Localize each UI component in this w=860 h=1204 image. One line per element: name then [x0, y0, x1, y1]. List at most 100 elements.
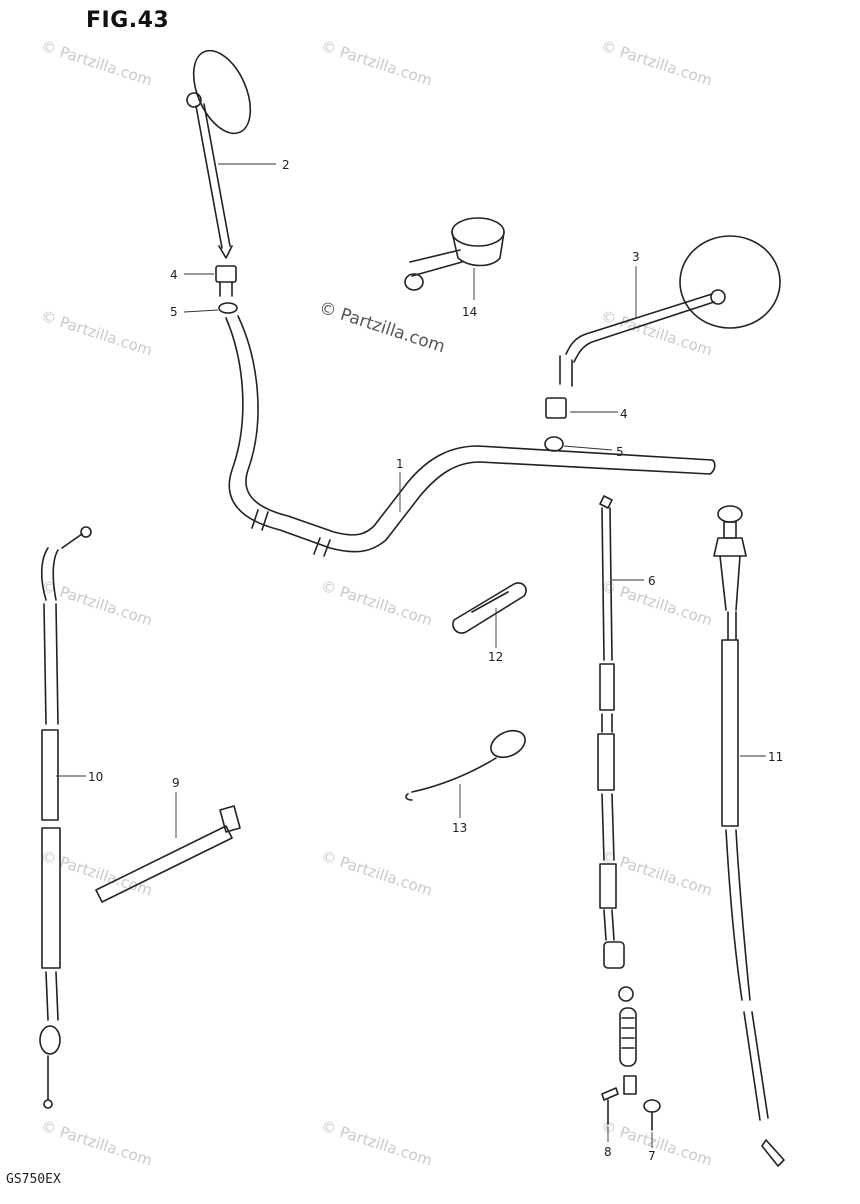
choke-knob — [717, 505, 743, 523]
switch-housing-top — [451, 217, 505, 247]
callout-label: 5 — [170, 305, 178, 319]
callout-label: 7 — [648, 1149, 656, 1163]
throttle-cable-sleeve-1 — [41, 729, 59, 821]
clutch-cable-sleeve-1 — [599, 663, 615, 711]
mirror-right-part — [559, 235, 781, 387]
clamp-part — [452, 582, 527, 634]
callout-label: 5 — [616, 445, 624, 459]
callout-labels: 2 4 5 14 3 4 5 1 6 12 10 9 13 11 8 7 — [88, 158, 783, 1163]
clamp-slot — [471, 591, 509, 613]
watermark-text: © Partzilla.com — [319, 577, 435, 630]
choke-cable-lower — [725, 829, 751, 1001]
mirror-left-part — [186, 49, 252, 259]
throttle-cable-part — [39, 526, 92, 1109]
bolt-head — [601, 1087, 619, 1101]
clutch-cable-bottom — [603, 909, 615, 941]
watermark-text: © Partzilla.com — [319, 37, 435, 90]
clutch-cable-eye — [623, 1075, 637, 1095]
nut-left — [218, 302, 238, 314]
leader-line — [563, 445, 613, 451]
choke-cable-part — [713, 505, 785, 1167]
callout-label: 11 — [768, 750, 783, 764]
throttle-cable-tip — [61, 533, 83, 549]
throttle-cable-eye — [80, 526, 92, 538]
watermark-text: © Partzilla.com — [599, 1117, 715, 1170]
clutch-cable-adjuster — [603, 941, 625, 969]
switch-part — [404, 217, 505, 291]
choke-cable-top — [727, 611, 737, 641]
handlebar-band-2 — [313, 537, 331, 557]
pin-head — [643, 1099, 661, 1113]
mirror-right-thread — [559, 355, 573, 387]
strap-part — [95, 805, 241, 903]
bolt-part — [601, 1087, 619, 1125]
watermark-text: © Partzilla.com — [599, 307, 715, 360]
callout-label: 14 — [462, 305, 477, 319]
watermark-text: © Partzilla.com — [599, 577, 715, 630]
choke-cable-tail — [743, 1011, 769, 1121]
callout-label: 4 — [620, 407, 628, 421]
throttle-cable-lower — [45, 971, 59, 1021]
mirror-adapter-right — [545, 397, 567, 419]
nut-right — [544, 436, 564, 452]
choke-cable-sleeve — [721, 639, 739, 827]
choke-cable-end — [761, 1139, 785, 1167]
throttle-cable-boot — [39, 1025, 61, 1055]
clutch-cable-sleeve-2 — [597, 733, 615, 791]
switch-connector — [404, 273, 424, 291]
clutch-cable-mid — [601, 713, 613, 733]
throttle-cable-end — [43, 1099, 53, 1109]
switch-housing-body — [451, 231, 505, 267]
pin-part — [643, 1099, 661, 1131]
watermark-text: © Partzilla.com — [39, 37, 155, 90]
clutch-cable-boot-ribs — [621, 1017, 635, 1049]
handlebar-band-1 — [251, 509, 269, 531]
wire-loop — [490, 729, 526, 759]
watermark-text: © Partzilla.com — [39, 307, 155, 360]
callout-label: 2 — [282, 158, 290, 172]
choke-knob-stem — [723, 521, 737, 539]
mirror-right-stem — [565, 293, 715, 363]
mirror-right-glass — [679, 235, 781, 329]
choke-nut — [713, 537, 747, 557]
handlebar-tube-top — [225, 317, 711, 553]
switch-arm — [409, 249, 463, 277]
callout-label: 13 — [452, 821, 467, 835]
callout-label: 10 — [88, 770, 103, 784]
callout-label: 6 — [648, 574, 656, 588]
leader-line — [183, 309, 219, 313]
watermark-layer: © Partzilla.com © Partzilla.com © Partzi… — [39, 37, 715, 1170]
strap-band — [95, 825, 233, 903]
clutch-cable-sleeve-3 — [599, 863, 617, 909]
wire-end — [405, 793, 413, 801]
clutch-cable-upper — [601, 507, 613, 661]
clamp-body — [452, 582, 527, 634]
mirror-adapter-left — [215, 265, 237, 283]
watermark-text-center: © Partzilla.com — [316, 298, 447, 358]
mirror-left-stem — [195, 103, 231, 249]
clutch-cable-end — [599, 495, 613, 509]
callout-label: 9 — [172, 776, 180, 790]
model-code: GS750EX — [6, 1172, 61, 1187]
watermark-text: © Partzilla.com — [319, 847, 435, 900]
leader-lines — [56, 163, 766, 1148]
watermark-text: © Partzilla.com — [39, 1117, 155, 1170]
callout-label: 3 — [632, 250, 640, 264]
clutch-cable-part — [597, 495, 637, 1095]
wire-body — [411, 757, 497, 793]
strap-buckle — [219, 805, 241, 833]
callout-label: 4 — [170, 268, 178, 282]
callout-label: 12 — [488, 650, 503, 664]
clutch-cable-nut — [618, 986, 634, 1002]
handlebar-part — [225, 315, 716, 557]
throttle-cable-sleeve-2 — [41, 827, 61, 969]
figure-title: FIG.43 — [86, 8, 170, 33]
clutch-cable-boot — [619, 1007, 637, 1067]
clutch-cable-lower — [601, 793, 615, 861]
watermark-text: © Partzilla.com — [319, 1117, 435, 1170]
watermark-text: © Partzilla.com — [599, 37, 715, 90]
wire-part — [405, 729, 526, 801]
callout-label: 8 — [604, 1145, 612, 1159]
